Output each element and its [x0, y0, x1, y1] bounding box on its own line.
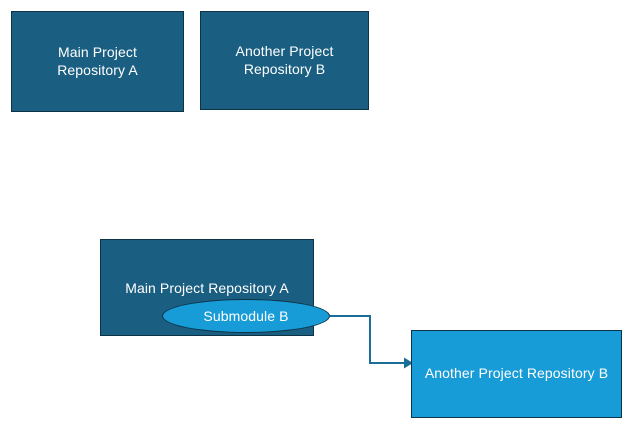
node-main-project-repository-a-top[interactable]: Main Project Repository A	[11, 11, 184, 112]
node-another-project-repository-b-top[interactable]: Another Project Repository B	[200, 11, 369, 110]
node-another-project-repository-b-bottom[interactable]: Another Project Repository B	[411, 330, 622, 418]
node-submodule-b[interactable]: Submodule B	[162, 299, 330, 333]
connector-path	[330, 315, 404, 364]
